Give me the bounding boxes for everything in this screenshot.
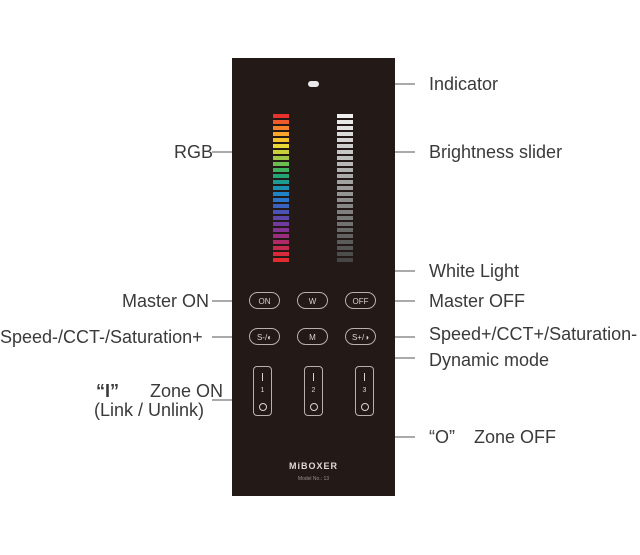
master-on-button[interactable]: ON — [249, 292, 280, 309]
zone-number: 1 — [260, 387, 265, 394]
brightness-slider[interactable] — [337, 114, 353, 264]
speed-plus-label: Speed+/CCT+/Saturation- — [429, 324, 638, 344]
brightness-segment[interactable] — [337, 258, 353, 262]
rgb-segment[interactable] — [273, 204, 289, 208]
zone-on-label: Zone ON — [150, 381, 224, 401]
zone-off-icon — [310, 403, 318, 411]
master-off-button[interactable]: OFF — [345, 292, 376, 309]
zone-on-icon — [313, 373, 314, 381]
rgb-segment[interactable] — [273, 234, 289, 238]
indicator-label: Indicator — [429, 74, 499, 94]
brightness-segment[interactable] — [337, 120, 353, 124]
brightness-segment[interactable] — [337, 156, 353, 160]
brightness-label: Brightness slider — [429, 142, 563, 162]
zone-on-icon — [262, 373, 263, 381]
rgb-slider[interactable] — [273, 114, 289, 264]
brightness-segment[interactable] — [337, 246, 353, 250]
dynamic-mode-button[interactable]: M — [297, 328, 328, 345]
rgb-segment[interactable] — [273, 216, 289, 220]
rgb-segment[interactable] — [273, 162, 289, 166]
brightness-segment[interactable] — [337, 126, 353, 130]
white-light-label: White Light — [429, 261, 520, 281]
rgb-segment[interactable] — [273, 132, 289, 136]
zone-off-label: Zone OFF — [474, 427, 557, 447]
zone-on-icon — [364, 373, 365, 381]
rgb-segment[interactable] — [273, 114, 289, 118]
rgb-label: RGB — [174, 142, 214, 162]
white-light-button[interactable]: W — [297, 292, 328, 309]
master-on-label: Master ON — [122, 291, 210, 311]
zone-off-icon — [361, 403, 369, 411]
rgb-segment[interactable] — [273, 222, 289, 226]
brand-logo: MiBOXER — [288, 461, 338, 471]
remote-body — [232, 58, 395, 496]
indicator-led — [308, 81, 319, 87]
rgb-segment[interactable] — [273, 240, 289, 244]
brightness-segment[interactable] — [337, 204, 353, 208]
rgb-segment[interactable] — [273, 180, 289, 184]
brightness-segment[interactable] — [337, 210, 353, 214]
brightness-segment[interactable] — [337, 132, 353, 136]
zone-number: 2 — [311, 387, 316, 394]
rgb-segment[interactable] — [273, 228, 289, 232]
brightness-segment[interactable] — [337, 168, 353, 172]
rgb-segment[interactable] — [273, 150, 289, 154]
brightness-segment[interactable] — [337, 114, 353, 118]
brightness-segment[interactable] — [337, 138, 353, 142]
brightness-segment[interactable] — [337, 228, 353, 232]
brightness-segment[interactable] — [337, 174, 353, 178]
rgb-segment[interactable] — [273, 168, 289, 172]
brightness-segment[interactable] — [337, 144, 353, 148]
brightness-segment[interactable] — [337, 180, 353, 184]
speed-minus-label: Speed-/CCT-/Saturation+ — [0, 327, 203, 347]
zone-on-sublabel: (Link / Unlink) — [94, 400, 205, 420]
zone-on-symbol: “I” — [96, 381, 120, 401]
master-off-label: Master OFF — [429, 291, 526, 311]
speed-minus-button[interactable]: S-/◐ — [249, 328, 280, 345]
rgb-segment[interactable] — [273, 210, 289, 214]
zone-3-button[interactable]: 3 — [355, 366, 374, 416]
rgb-segment[interactable] — [273, 186, 289, 190]
rgb-segment[interactable] — [273, 174, 289, 178]
zone-2-button[interactable]: 2 — [304, 366, 323, 416]
brightness-segment[interactable] — [337, 186, 353, 190]
model-number: Model No.: 13 — [297, 476, 330, 482]
zone-1-button[interactable]: 1 — [253, 366, 272, 416]
zone-number: 3 — [362, 387, 367, 394]
rgb-segment[interactable] — [273, 192, 289, 196]
rgb-segment[interactable] — [273, 246, 289, 250]
brightness-segment[interactable] — [337, 234, 353, 238]
brightness-segment[interactable] — [337, 216, 353, 220]
zone-off-icon — [259, 403, 267, 411]
speed-plus-button[interactable]: S+/◑ — [345, 328, 376, 345]
brightness-segment[interactable] — [337, 192, 353, 196]
brightness-segment[interactable] — [337, 222, 353, 226]
rgb-segment[interactable] — [273, 252, 289, 256]
rgb-segment[interactable] — [273, 126, 289, 130]
rgb-segment[interactable] — [273, 156, 289, 160]
brightness-segment[interactable] — [337, 240, 353, 244]
zone-off-symbol: “O” — [429, 427, 455, 447]
rgb-segment[interactable] — [273, 198, 289, 202]
brightness-segment[interactable] — [337, 162, 353, 166]
rgb-segment[interactable] — [273, 120, 289, 124]
brightness-segment[interactable] — [337, 252, 353, 256]
brightness-segment[interactable] — [337, 198, 353, 202]
dynamic-mode-label: Dynamic mode — [429, 350, 550, 370]
rgb-segment[interactable] — [273, 258, 289, 262]
rgb-segment[interactable] — [273, 144, 289, 148]
brightness-segment[interactable] — [337, 150, 353, 154]
rgb-segment[interactable] — [273, 138, 289, 142]
